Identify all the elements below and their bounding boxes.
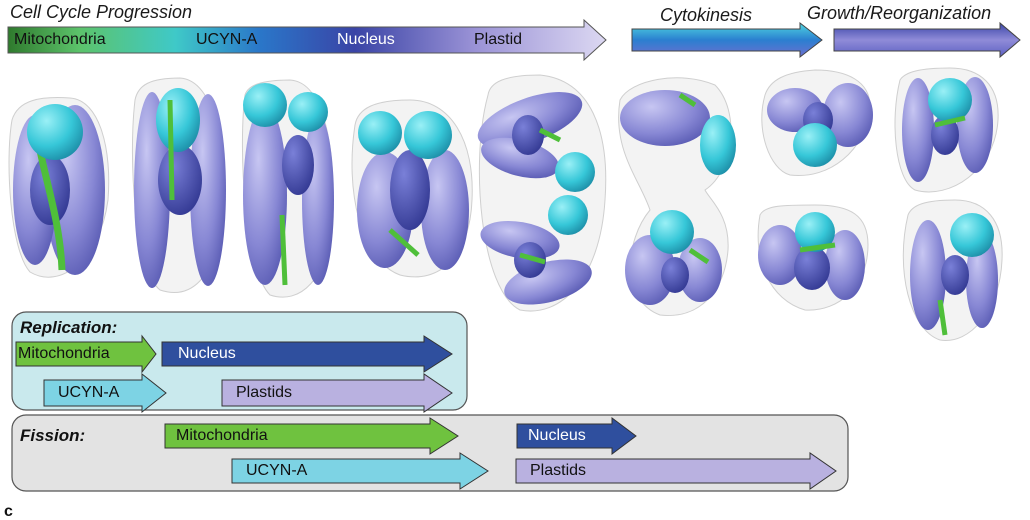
nucleus-icon xyxy=(661,257,689,293)
replication-nucleus-arrow xyxy=(161,335,453,373)
plastid-icon xyxy=(910,220,946,330)
cell-3 xyxy=(241,79,334,298)
fission-mitochondria-arrow xyxy=(164,417,459,455)
ucyna-icon xyxy=(288,92,328,132)
replication-label-ucyna: UCYN-A xyxy=(58,384,120,401)
fission-label-nucleus: Nucleus xyxy=(528,427,586,444)
ucyna-icon xyxy=(555,152,595,192)
plastid-icon xyxy=(421,150,469,270)
plastid-icon xyxy=(758,225,802,285)
fission-label-mitochondria: Mitochondria xyxy=(176,427,268,444)
ucyna-icon xyxy=(404,111,452,159)
growth-title: Growth/Reorganization xyxy=(807,3,992,23)
replication-label-plastids: Plastids xyxy=(236,384,293,401)
replication-mitochondria-arrow xyxy=(15,334,157,374)
replication-label-mitochondria: Mitochondria xyxy=(18,345,110,362)
replication-ucyna-arrow xyxy=(43,372,167,414)
mitochondria-icon xyxy=(279,214,288,286)
cell-1 xyxy=(8,97,110,278)
cell-2 xyxy=(131,77,226,293)
mitochondria-icon xyxy=(678,92,697,108)
ucyna-icon xyxy=(358,111,402,155)
growth-arrow xyxy=(833,21,1021,59)
mitochondria-icon xyxy=(388,228,420,257)
plastid-icon xyxy=(902,78,934,182)
plastid-icon xyxy=(620,90,710,146)
replication-label-nucleus: Nucleus xyxy=(178,345,236,362)
main-arrow-label-ucyna: UCYN-A xyxy=(196,31,258,48)
fission-plastids-arrow xyxy=(515,452,837,490)
nucleus-icon xyxy=(941,255,969,295)
plastid-icon xyxy=(823,83,873,147)
ucyna-icon xyxy=(950,213,994,257)
mitochondria-icon xyxy=(937,299,948,336)
cytokinesis-title: Cytokinesis xyxy=(660,5,753,25)
ucyna-icon xyxy=(650,210,694,254)
mitochondria-icon xyxy=(934,115,966,128)
ucyna-icon xyxy=(928,78,972,122)
ucyna-icon xyxy=(793,123,837,167)
ucyna-icon xyxy=(27,104,83,160)
mitochondria-icon xyxy=(167,99,175,201)
cell-5 xyxy=(477,74,607,312)
plastid-icon xyxy=(625,235,675,305)
plastid-icon xyxy=(243,105,287,285)
fission-title: Fission: xyxy=(20,426,86,445)
nucleus-icon xyxy=(794,246,830,290)
fission-nucleus-arrow xyxy=(516,417,637,455)
plastid-icon xyxy=(190,94,226,286)
mitochondria-icon xyxy=(799,242,836,253)
mitochondria-icon xyxy=(538,127,562,143)
cell-4 xyxy=(351,99,473,278)
nucleus-icon xyxy=(390,150,430,230)
ucyna-icon xyxy=(156,88,200,152)
nucleus-icon xyxy=(158,145,202,215)
mitochondria-icon xyxy=(688,247,710,265)
nucleus-icon xyxy=(512,115,544,155)
cell-6 xyxy=(618,77,736,317)
replication-plastids-arrow xyxy=(221,373,453,413)
plastid-icon xyxy=(678,238,722,302)
replication-title: Replication: xyxy=(20,318,118,337)
panel-letter: c xyxy=(4,503,13,520)
main-arrow-label-nucleus: Nucleus xyxy=(337,31,395,48)
cell-cycle-title: Cell Cycle Progression xyxy=(10,2,193,22)
ucyna-icon xyxy=(700,115,736,175)
main-arrow-label-plastid: Plastid xyxy=(474,31,523,48)
fission-ucyna-arrow xyxy=(231,452,489,490)
nucleus-icon xyxy=(282,135,314,195)
fission-label-plastids: Plastids xyxy=(530,462,587,479)
ucyna-icon xyxy=(548,195,588,235)
mitochondria-icon xyxy=(519,252,546,265)
cell-cycle-arrow xyxy=(7,18,607,62)
ucyna-icon xyxy=(243,83,287,127)
ucyna-icon xyxy=(795,212,835,252)
plastid-icon xyxy=(134,92,170,288)
main-arrow-label-mitochondria: Mitochondria xyxy=(14,31,106,48)
cell-8 xyxy=(894,67,1003,341)
cell-7 xyxy=(757,69,873,311)
fission-label-ucyna: UCYN-A xyxy=(246,462,308,479)
cytokinesis-arrow xyxy=(631,21,823,59)
